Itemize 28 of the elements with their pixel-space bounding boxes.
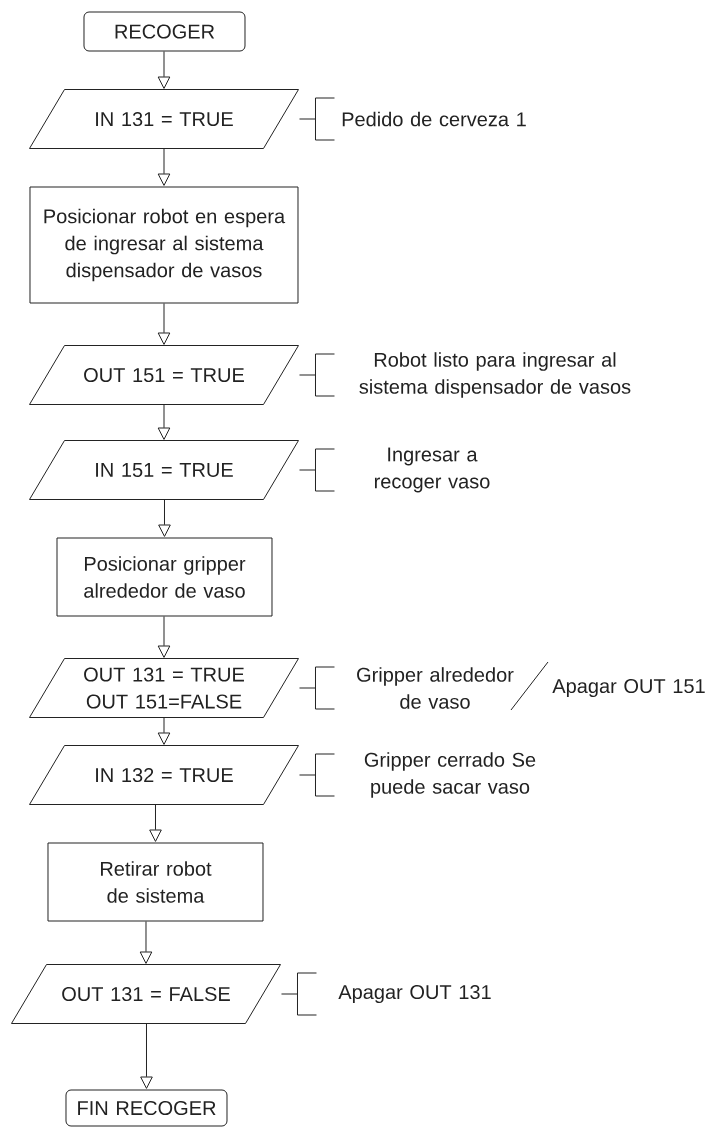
arrow (158, 499, 171, 537)
terminal-box: FIN RECOGER (65, 1089, 228, 1127)
arrow (140, 1023, 153, 1089)
input-output-parallelogram: IN 132 = TRUE (29, 745, 299, 805)
annotation-text: Robot listo para ingresar al sistema dispensador de vasos (359, 352, 631, 398)
arrow (157, 616, 171, 658)
annotation-text: Ingresar a recoger vaso (374, 447, 490, 493)
arrow (149, 804, 162, 842)
process-box: Retirar robot de sistema (47, 842, 264, 922)
input-output-parallelogram: OUT 131 = TRUE OUT 151=FALSE (29, 658, 299, 718)
arrow (139, 921, 153, 964)
input-output-parallelogram: IN 151 = TRUE (29, 440, 299, 500)
input-output-parallelogram: OUT 151 = TRUE (29, 345, 299, 405)
annotation-text: Pedido de cerveza 1 (342, 111, 526, 127)
annotation-text: Apagar OUT 131 (338, 984, 491, 1004)
input-output-parallelogram: IN 131 = TRUE (29, 89, 299, 149)
annotation-text: Apagar OUT 151 (552, 678, 705, 698)
arrow (157, 51, 171, 89)
arrow (157, 303, 171, 345)
annotation-text: Gripper alrededor de vaso (357, 667, 514, 709)
arrow (157, 717, 171, 745)
process-box: Posicionar gripper alrededor de vaso (56, 537, 273, 617)
terminal-box: RECOGER (83, 11, 246, 52)
process-box: Posicionar robot en espera de ingresar al sistema dispensador de vasos (29, 186, 299, 304)
arrow (157, 148, 171, 186)
input-output-parallelogram: OUT 131 = FALSE (11, 964, 281, 1024)
arrow (157, 404, 171, 440)
annotation-text: Gripper cerrado Se puede sacar vaso (364, 752, 536, 798)
